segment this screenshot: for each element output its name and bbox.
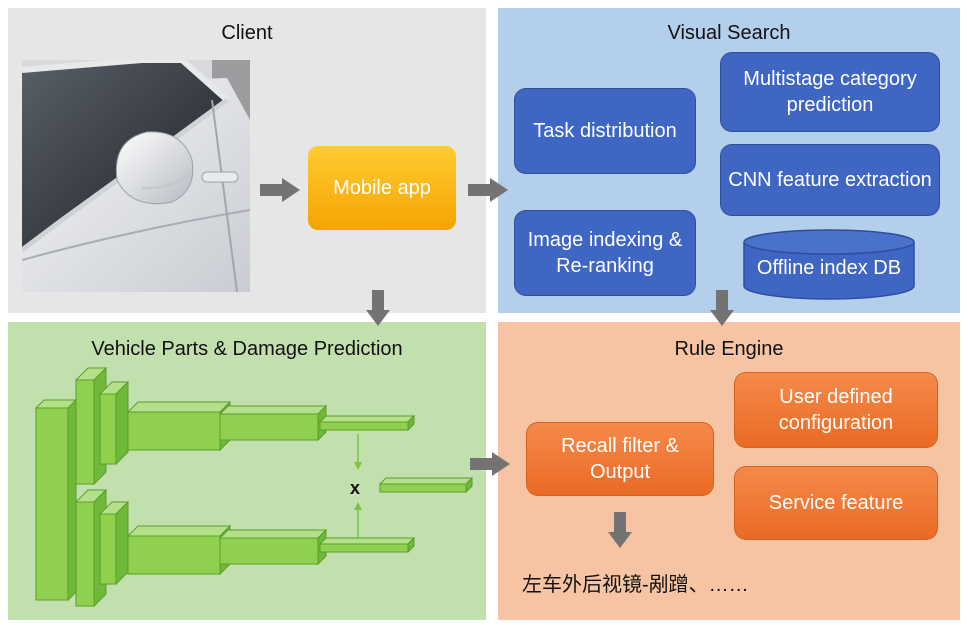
output-result-text: 左车外后视镜-剐蹭、…… bbox=[522, 574, 749, 596]
arrow-app-to-search-icon bbox=[468, 178, 508, 202]
rule-engine-panel: Rule Engine Recall filter & Output User … bbox=[498, 322, 960, 620]
mobile-app-box: Mobile app bbox=[308, 146, 456, 230]
database-icon bbox=[743, 229, 915, 300]
vehicle-parts-title: Vehicle Parts & Damage Prediction bbox=[91, 338, 403, 360]
client-title: Client bbox=[221, 22, 273, 44]
car-photo bbox=[22, 60, 250, 292]
multistage-prediction-box: Multistage category prediction bbox=[720, 52, 940, 132]
client-panel: Client bbox=[8, 8, 486, 313]
cnn-network-diagram bbox=[34, 366, 474, 608]
recall-filter-box: Recall filter & Output bbox=[526, 422, 714, 496]
visual-search-panel: Visual Search Task distribution Image in… bbox=[498, 8, 960, 313]
cnn-feature-box: CNN feature extraction bbox=[720, 144, 940, 216]
image-indexing-box: Image indexing & Re-ranking bbox=[514, 210, 696, 296]
arrow-client-to-parts-icon bbox=[366, 290, 390, 326]
visual-search-title: Visual Search bbox=[667, 22, 791, 44]
vehicle-parts-panel: Vehicle Parts & Damage Prediction bbox=[8, 322, 486, 620]
user-defined-box: User defined configuration bbox=[734, 372, 938, 448]
service-feature-box: Service feature bbox=[734, 466, 938, 540]
arrow-photo-to-app-icon bbox=[260, 178, 300, 202]
multiply-symbol: x bbox=[350, 478, 361, 498]
rule-engine-title: Rule Engine bbox=[674, 338, 784, 360]
arrow-recall-to-output-icon bbox=[608, 512, 632, 548]
arrow-parts-to-rule-icon bbox=[470, 452, 510, 476]
task-distribution-box: Task distribution bbox=[514, 88, 696, 174]
arrow-search-to-rule-icon bbox=[710, 290, 734, 326]
offline-db-label: Offline index DB bbox=[756, 257, 902, 279]
